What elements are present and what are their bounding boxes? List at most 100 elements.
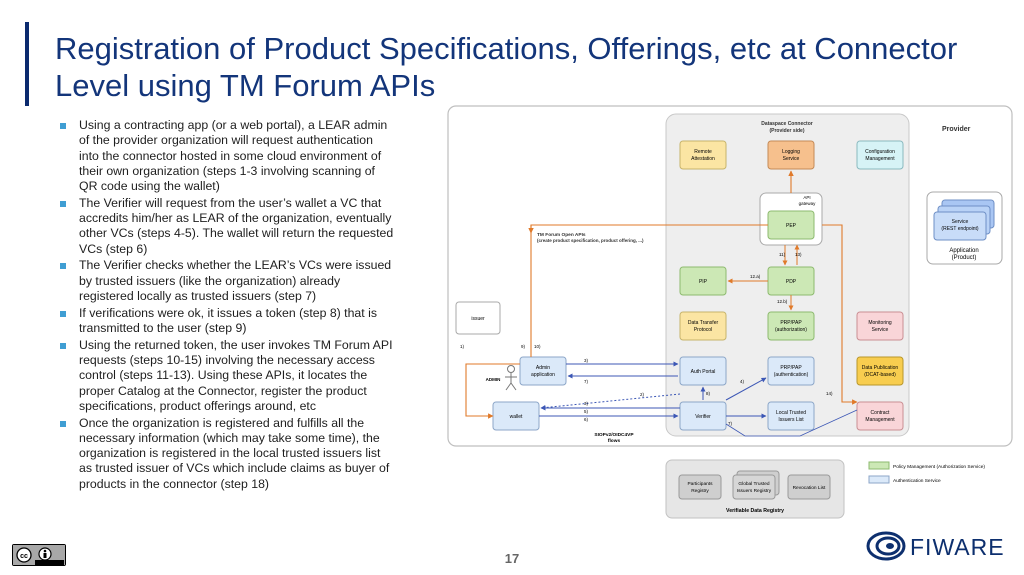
step-2: 2) [640, 392, 645, 397]
auth-portal-label: Auth Portal [691, 369, 716, 375]
bullet-item: The Verifier will request from the user’… [60, 196, 395, 257]
bullet-text: The Verifier checks whether the LEAR’s V… [79, 258, 392, 304]
bullet-square-icon [60, 263, 66, 270]
slide-title-line-2: Level using TM Forum APIs [55, 68, 436, 103]
step-9: 9) [521, 344, 526, 349]
arrow-4 [725, 377, 767, 401]
application-label: Application [949, 248, 978, 254]
admin-application-label: Admin [536, 365, 550, 371]
step-14: 14) [826, 391, 833, 396]
bullet-square-icon [60, 200, 66, 207]
prp-pap-authz-label-2: (authorization) [775, 327, 807, 333]
step-4: 4) [740, 379, 745, 384]
participants-registry-label-2: Registry [691, 488, 709, 494]
bullet-item: The Verifier checks whether the LEAR’s V… [60, 258, 395, 304]
bullet-item: Once the organization is registered and … [60, 416, 395, 492]
data-publication-label-2: (DCAT-based) [864, 372, 896, 378]
tmf-api-label: TM Forum Open APIs [537, 232, 586, 238]
prp-pap-authn-label: PRP/PAP [780, 365, 802, 371]
arrow-2 [540, 393, 681, 411]
issuer-label: issuer [471, 316, 485, 322]
remote-attestation-label-2: Attestation [691, 156, 715, 162]
configuration-management-label: Configuration [865, 149, 895, 155]
remote-attestation-box: Remote Attestation [679, 140, 727, 170]
legend-policy-label: Policy Management (Authorization Service… [893, 464, 985, 470]
legend-green-swatch [868, 461, 890, 470]
legend-blue-swatch [868, 475, 890, 484]
step-8: 8) [706, 391, 711, 396]
admin-person-icon [505, 365, 517, 391]
prp-pap-authorization-box: PRP/PAP (authorization) [767, 311, 815, 341]
application-product-box: Service (REST endpoint) Application (Pro… [926, 191, 1003, 265]
step-3b: 3) [584, 401, 589, 406]
service-rest-label: Service [952, 219, 969, 225]
legend-auth-label: Authentication Service [893, 478, 941, 484]
step-11: 11) [779, 252, 786, 257]
contract-management-box: Contract Management [856, 401, 904, 431]
bullet-square-icon [60, 123, 66, 129]
participants-registry-label: Participants [687, 481, 713, 487]
configuration-management-label-2: Management [865, 156, 895, 162]
step-13: 13) [795, 252, 802, 257]
bullet-square-icon [60, 420, 66, 427]
slide-title-line-1: Registration of Product Specifications, … [55, 31, 958, 66]
bullet-text: If verifications were ok, it issues a to… [79, 305, 377, 336]
prp-pap-authz-label: PRP/PAP [780, 320, 802, 326]
bullet-item: If verifications were ok, it issues a to… [60, 306, 395, 337]
logging-service-box: Logging Service [767, 140, 815, 170]
provider-label: Provider [942, 126, 971, 133]
configuration-management-box: Configuration Management [856, 140, 904, 170]
logging-service-label-2: Service [783, 156, 800, 162]
pip-label: PIP [699, 279, 708, 285]
application-label-2: (Product) [952, 255, 977, 261]
slide-title: Registration of Product Specifications, … [55, 30, 1005, 104]
contract-management-label-2: Management [865, 417, 895, 423]
issuer-box: issuer [455, 301, 501, 335]
verifiable-data-registry: Participants Registry Global Trusted Iss… [665, 459, 845, 519]
step-5: 5) [584, 409, 589, 414]
auth-portal-box: Auth Portal [679, 356, 727, 386]
tmf-api-sublabel: (create product specification, product o… [537, 238, 644, 243]
monitoring-service-label: Monitoring [868, 320, 892, 326]
pep-label: PEP [786, 223, 797, 229]
local-trusted-issuers-box: Local Trusted Issuers List [767, 401, 815, 431]
bullet-text: Once the organization is registered and … [79, 415, 390, 491]
admin-application-box: Admin application [519, 356, 567, 386]
bullet-text: Using the returned token, the user invok… [79, 337, 393, 413]
step-7: 7) [584, 379, 589, 384]
pdp-box: PDP [767, 266, 815, 296]
creative-commons-badge: cc [12, 544, 66, 566]
fiware-logo-text: FIWARE [910, 534, 1005, 560]
bullet-list: Using a contracting app (or a web portal… [60, 118, 395, 493]
data-transfer-label-2: Protocol [694, 327, 712, 333]
step-6: 6) [584, 417, 589, 422]
api-gateway-box: API gateway PEP [759, 192, 823, 246]
arrow-verifier-contract [725, 409, 858, 437]
remote-attestation-label: Remote [694, 149, 712, 155]
global-trusted-label-2: Issuers Registry [737, 488, 772, 494]
arrow-pep-contract [822, 224, 858, 405]
bullet-text: The Verifier will request from the user’… [79, 195, 394, 256]
step-12a: 12.a) [750, 274, 761, 279]
wallet-box: wallet [492, 401, 540, 431]
bullet-square-icon [60, 310, 66, 317]
service-rest-label-2: (REST endpoint) [941, 226, 978, 232]
bullet-item: Using the returned token, the user invok… [60, 338, 395, 414]
pip-box: PIP [679, 266, 727, 296]
verifier-label: Verifier [695, 414, 711, 420]
arrow-1 [465, 363, 520, 419]
monitoring-service-label-2: Service [872, 327, 889, 333]
bullet-item: Using a contracting app (or a web portal… [60, 118, 395, 194]
logging-service-label: Logging [782, 149, 800, 155]
admin-application-label-2: application [531, 372, 555, 378]
connector-title: Dataspace Connector [761, 121, 812, 127]
bullet-square-icon [60, 342, 66, 349]
step-3: 3) [584, 358, 589, 363]
step-12b: 12.b) [777, 299, 788, 304]
legend: Policy Management (Authorization Service… [868, 461, 985, 484]
local-trusted-issuers-label: Local Trusted [776, 410, 806, 416]
step-10: 10) [534, 344, 541, 349]
data-transfer-protocol-box: Data Transfer Protocol [679, 311, 727, 341]
api-gateway-label: API [803, 195, 810, 200]
